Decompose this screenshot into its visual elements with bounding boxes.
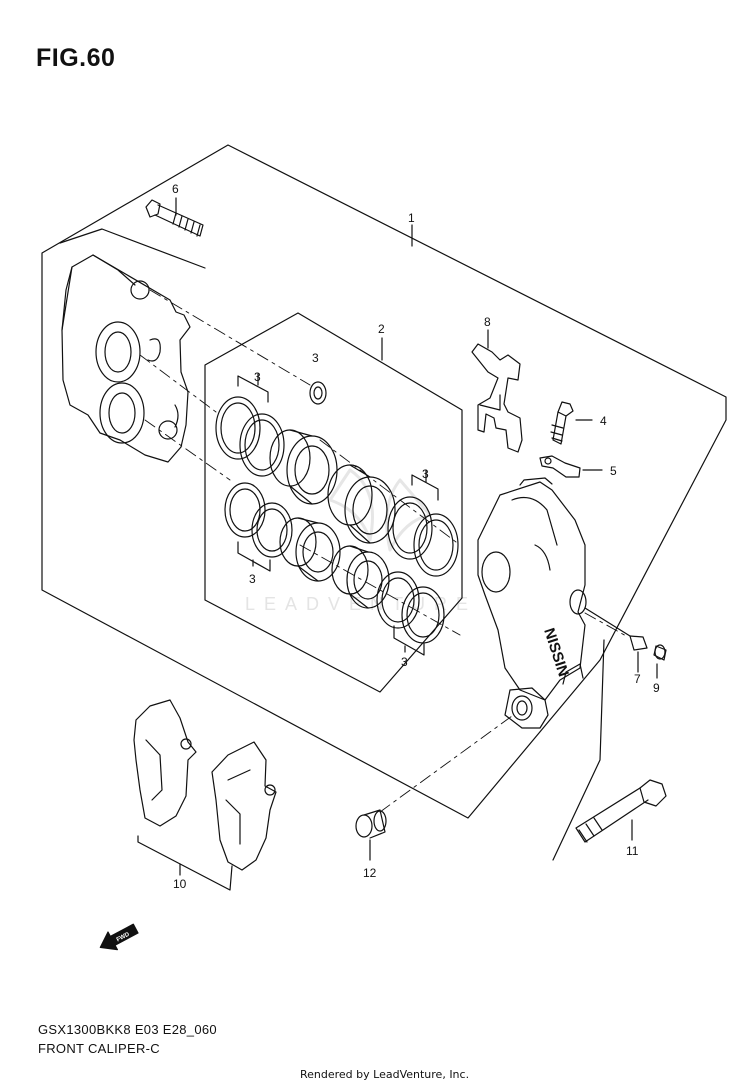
callout-11: 11 [626,844,639,858]
watermark-logo [328,468,432,552]
part-6-bolt [145,199,204,237]
part-12-bush [355,809,387,839]
diagram-code: GSX1300BKK8 E03 E28_060 [38,1022,217,1037]
lower-piston-left [279,517,341,582]
rendered-by-credit: Rendered by LeadVenture, Inc. [300,1068,470,1081]
callout-4: 4 [600,414,607,428]
part-8-pad-spring [471,343,523,453]
lower-seals-left [224,482,293,558]
diagram-name: FRONT CALIPER-C [38,1041,160,1056]
callout-3-top-right: 3 [422,467,429,481]
bracket-3-bottom-left [237,541,271,572]
lower-seals-right [376,571,445,644]
callout-12: 12 [363,866,377,880]
caliper-half-inner: NISSIN [477,477,587,729]
callout-5: 5 [610,464,617,478]
piston-kit-outline [204,312,463,693]
upper-piston-right [327,464,396,544]
callout-7: 7 [634,672,641,686]
callout-9: 9 [653,681,660,695]
part-11-bolt [575,779,667,843]
callout-3-single: 3 [312,351,319,365]
leader-11-line [552,639,605,861]
part-7-pin [584,607,648,651]
callout-6: 6 [172,182,179,196]
lower-piston-right [331,545,390,609]
fwd-arrow-icon: FWD [99,923,139,951]
callout-10: 10 [173,877,187,891]
bracket-10 [137,835,233,891]
callout-3-bottom-left: 3 [249,572,256,586]
upper-seals-left [215,396,285,477]
part-4-bleeder [550,401,574,445]
bracket-3-top-right [411,474,439,501]
part-5-cap [539,455,581,478]
caliper-half-outer [61,254,191,463]
part-9-plug [653,644,667,661]
upper-piston-left [269,429,338,505]
bracket-3-bottom-right [393,625,425,656]
part-3-seal-single [309,381,327,405]
callout-2: 2 [378,322,385,336]
figure-title: FIG.60 [36,44,116,72]
brake-pad-rear [133,699,197,827]
assembly-outline [41,144,727,819]
callout-8: 8 [484,315,491,329]
upper-seals-right [387,496,459,577]
callout-3-bottom-right: 3 [401,655,408,669]
bracket-3-top-left [237,375,269,403]
brake-pad-front [211,741,277,871]
callout-3-top-left: 3 [254,370,261,384]
callout-1: 1 [408,211,415,225]
